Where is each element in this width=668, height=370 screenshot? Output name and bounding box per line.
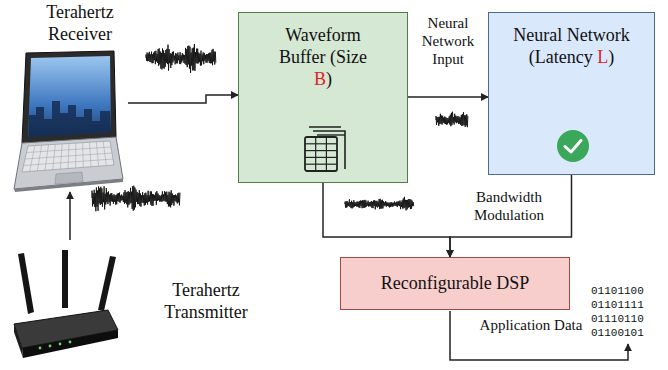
- output-label: Application Data: [476, 316, 586, 334]
- drawing-part: [24, 141, 114, 171]
- grid-line: [305, 157, 337, 158]
- transmitter-node: Terahertz Transmitter: [10, 240, 265, 364]
- drawing-part: [28, 56, 111, 137]
- connector-arrow: [69, 192, 71, 240]
- connector-arrow: [323, 183, 450, 257]
- drawing-part: [49, 345, 52, 348]
- key-line: [75, 143, 76, 168]
- binary-text: 01101100: [591, 286, 644, 297]
- node-label: Waveform Buffer (Size B): [273, 25, 373, 91]
- network-box: Neural Network (Latency L): [488, 12, 655, 175]
- key-line: [68, 144, 69, 169]
- key-line: [82, 143, 84, 168]
- waveform: [92, 186, 180, 212]
- key-line: [37, 145, 41, 171]
- receiver-node: Terahertz Receiver: [8, 2, 128, 192]
- binary-text: 01101111: [591, 300, 644, 311]
- waveform: [146, 44, 216, 73]
- drawing-part: [55, 172, 83, 184]
- spreadsheet-icon: [303, 123, 347, 173]
- drawing-part: [39, 347, 42, 350]
- drawing-part: [22, 141, 114, 172]
- key-line: [103, 141, 106, 165]
- key-line: [90, 142, 92, 167]
- waveform: [345, 197, 414, 211]
- drawing-part: [305, 137, 337, 171]
- grid-line: [305, 150, 337, 151]
- connector-arrow: [450, 175, 572, 257]
- connector-arrow: [128, 95, 238, 103]
- binary-text: 01100101: [591, 328, 644, 339]
- drawing-part: [98, 256, 116, 311]
- edge-label: Bandwidth Modulation: [456, 188, 562, 224]
- drawing-part: [22, 51, 116, 143]
- router-icon: [10, 248, 120, 360]
- edge-label: Neural Network Input: [410, 14, 486, 68]
- key-line: [96, 142, 98, 166]
- drawing-part: [14, 179, 123, 192]
- grid-line: [305, 164, 337, 165]
- key-line: [45, 145, 49, 171]
- grid-line: [305, 143, 337, 144]
- buffer-box: Waveform Buffer (Size B): [238, 12, 408, 183]
- drawing-part: [18, 253, 34, 314]
- check-icon: [556, 129, 590, 163]
- drawing-part: [565, 141, 581, 153]
- grid-line: [326, 137, 327, 171]
- drawing-part: [59, 343, 62, 346]
- grid-line: [315, 137, 316, 171]
- drawing-part: [29, 101, 111, 137]
- binary-text: 01110110: [591, 314, 644, 325]
- highlight-letter: L: [597, 47, 608, 67]
- connector-arrow: [408, 96, 488, 98]
- drawing-part: [557, 130, 589, 162]
- key-line: [60, 144, 62, 169]
- waveform: [436, 112, 468, 127]
- drawing-part: [305, 137, 337, 171]
- dsp-box: Reconfigurable DSP: [340, 257, 570, 310]
- laptop-icon: [12, 49, 124, 193]
- drawing-part: [317, 134, 345, 135]
- drawing-part: [14, 324, 23, 358]
- node-label: Reconfigurable DSP: [381, 273, 529, 295]
- key-line: [30, 146, 35, 172]
- highlight-letter: B: [314, 69, 326, 89]
- node-label: Terahertz Transmitter: [150, 280, 262, 324]
- node-label: Neural Network (Latency L): [513, 25, 631, 69]
- node-label: Terahertz Receiver: [28, 2, 132, 46]
- drawing-part: [62, 250, 68, 308]
- drawing-part: [22, 330, 118, 358]
- key-line: [53, 144, 56, 169]
- drawing-part: [69, 341, 72, 344]
